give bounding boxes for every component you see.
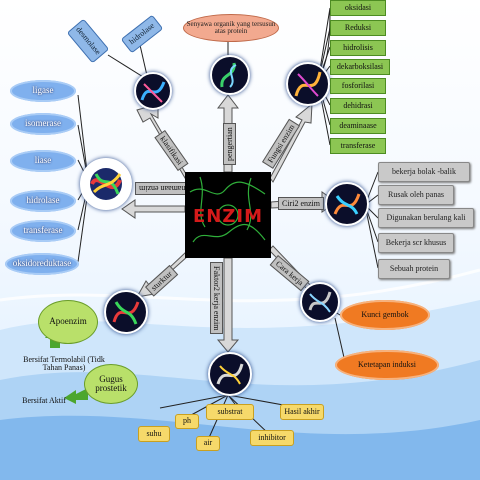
apoenzim-node: Apoenzim: [38, 300, 98, 344]
center-title: ENZIM: [192, 206, 264, 227]
ciri-enzim-label: Ciri2 enzim: [278, 197, 324, 210]
fungsi-item: dehidrasi: [330, 98, 386, 114]
termolabil-text: Bersifat Termolabil (Tidk Tahan Panas): [23, 354, 105, 372]
fungsi-item: transferase: [330, 138, 386, 154]
fungsi-item: hidrolisis: [330, 40, 386, 56]
penamaan-item: isomerase: [10, 113, 76, 135]
klasifikasi-label: klasifikasi: [154, 130, 189, 171]
ciri-item: Sebuah protein: [378, 259, 450, 279]
faktor-item: Hasil akhir: [280, 404, 324, 420]
klasifikasi-item: hidrolase: [120, 14, 164, 54]
fungsi-item: fosforilasi: [330, 78, 386, 94]
penamaan-item: oksidoreduktase: [5, 253, 79, 275]
struktur-protein-image: [104, 290, 148, 334]
faktor-item: substrat: [206, 404, 254, 420]
klasifikasi-item: desmolase: [66, 18, 110, 64]
pengertian-protein-image: [210, 55, 250, 95]
center-enzyme-image: ENZIM: [185, 172, 271, 258]
faktor-item: inhibitor: [250, 430, 294, 446]
penamaan-item: hidrolase: [10, 190, 76, 212]
cara-kerja-protein-image: [300, 282, 340, 322]
fungsi-enzim-label: Fungsi enzim: [262, 118, 301, 169]
ciri-item: Bekerja scr khusus: [378, 233, 454, 253]
faktor-item: suhu: [138, 426, 170, 442]
fungsi-protein-image: [286, 62, 330, 106]
faktor-item: ph: [175, 414, 199, 429]
fungsi-item: dekarboksilasi: [330, 59, 390, 75]
faktor-label: Faktor2 kerja enzim: [210, 262, 223, 335]
pengertian-label: pengertian: [223, 123, 236, 165]
fungsi-item: Reduksi: [330, 20, 386, 36]
cara-kerja-label: Cara kerja: [269, 255, 310, 292]
penamaan-item: ligase: [10, 80, 76, 102]
ciri-item: bekerja bolak -balik: [378, 162, 470, 182]
aktif-text: Bersifat Aktif: [22, 395, 66, 405]
faktor-item: air: [196, 436, 220, 451]
fungsi-item: oksidasi: [330, 0, 386, 16]
sturktur-label: sturktur: [145, 264, 179, 297]
gugus-prostetik-node: Gugus prostetik: [84, 364, 138, 404]
ciri-protein-image: [325, 182, 369, 226]
faktor-protein-image: [208, 352, 252, 396]
ciri-item: Digunakan berulang kali: [378, 208, 474, 228]
penamaan-item: liase: [10, 150, 76, 172]
ciri-item: Rusak oleh panas: [378, 185, 454, 205]
penamaan-item: transferase: [10, 220, 76, 242]
cara-kerja-item: Kunci gembok: [340, 300, 430, 330]
cara-kerja-item: Ketetapan induksi: [335, 350, 439, 380]
pengertian-text: Senyawa organik yang tersusun atas prote…: [183, 14, 279, 42]
fungsi-item: deaminaase: [330, 118, 386, 134]
penamaan-protein-image: [80, 158, 132, 210]
klasifikasi-protein-image: [134, 72, 172, 110]
